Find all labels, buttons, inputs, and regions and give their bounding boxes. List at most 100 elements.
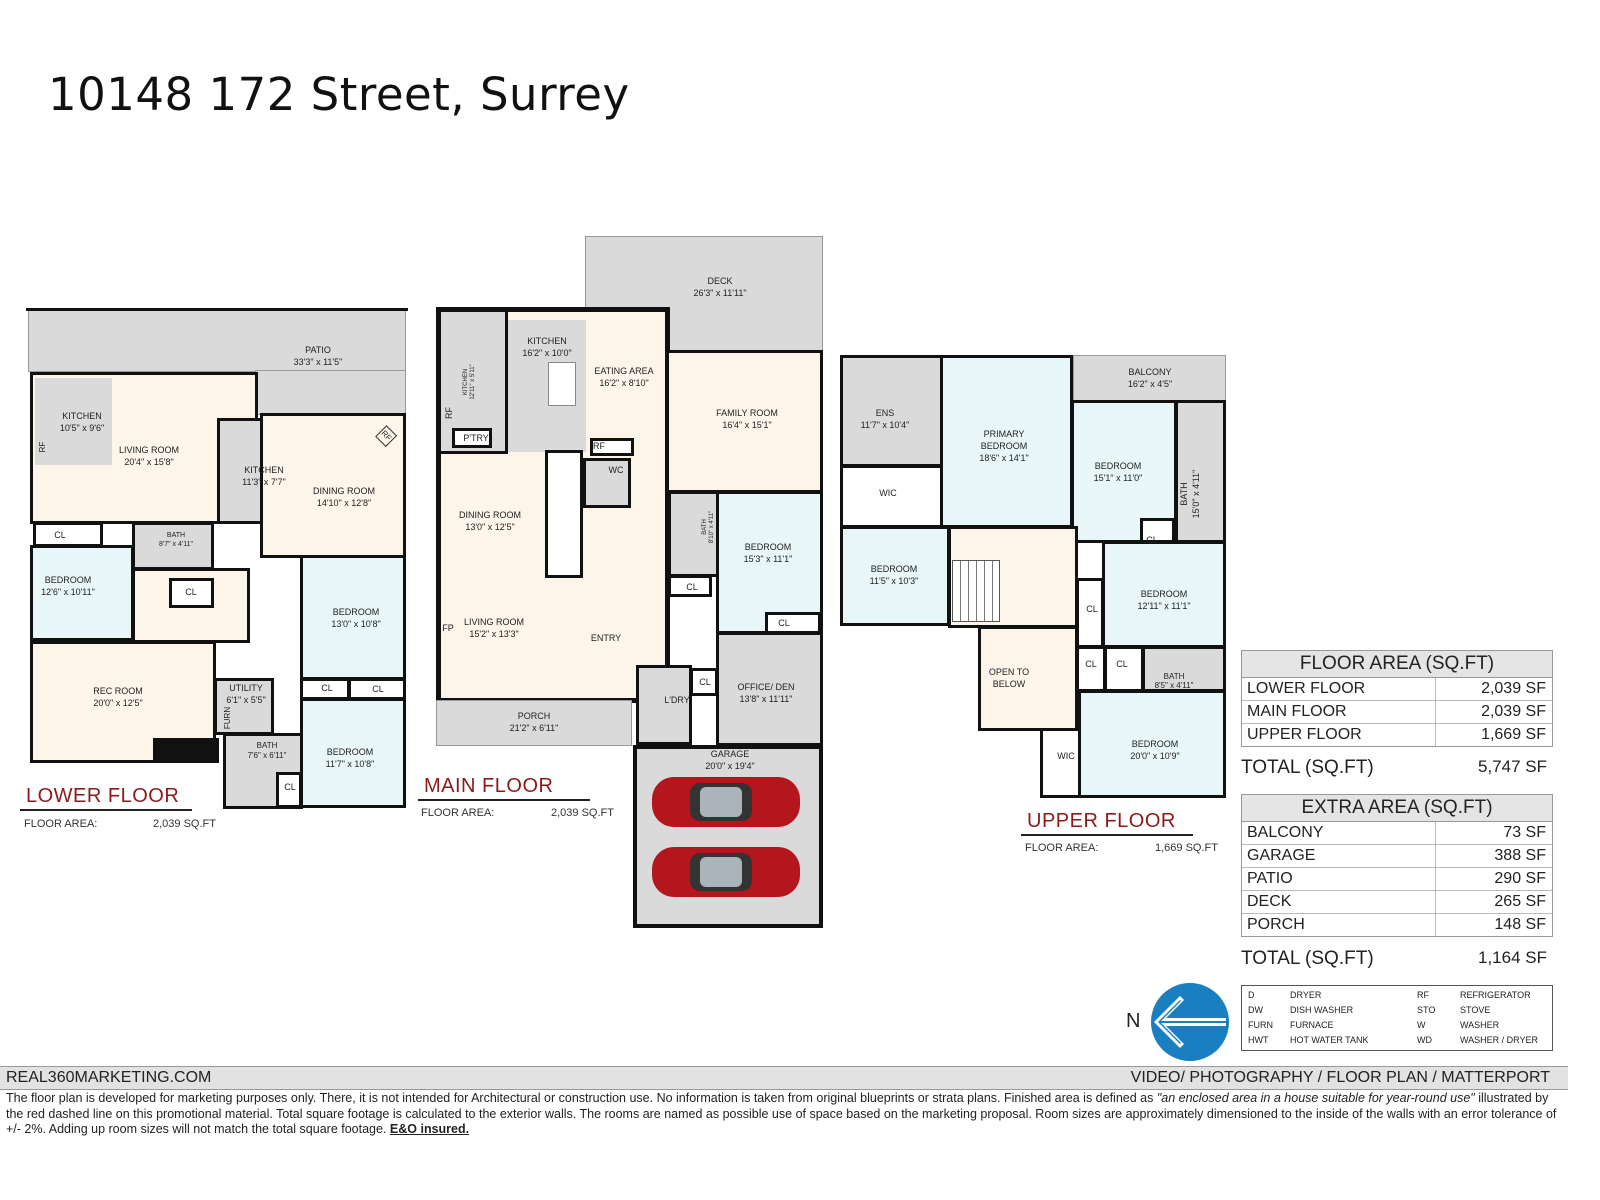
north-arrow-icon (1151, 983, 1229, 1061)
wic-label: WIC (879, 488, 897, 498)
closet-label: CL (372, 684, 384, 694)
family-room (666, 350, 823, 493)
legend-code: WD (1417, 1035, 1432, 1045)
fridge-label: RF (38, 441, 47, 453)
total-label: TOTAL (SQ.FT) (1241, 948, 1374, 969)
car-icon (652, 777, 800, 827)
floor-area-value: 2,039 SQ.FT (551, 807, 614, 819)
legend-code: D (1248, 990, 1255, 1000)
disclaimer-text: illustrated by the red dashed line on th… (6, 1091, 1557, 1136)
closet-label: CL (686, 582, 698, 592)
closet-label: CL (778, 618, 790, 628)
open-to-below (978, 626, 1078, 731)
closet-label: CL (1086, 604, 1098, 614)
closet-label: CL (1116, 659, 1128, 669)
row-value: 2,039 SF (1481, 680, 1546, 697)
floor-area-value: 1,669 SQ.FT (1155, 842, 1218, 854)
legend-code: RF (1417, 990, 1429, 1000)
pantry (452, 428, 492, 448)
total-value: 1,164 SF (1478, 948, 1547, 967)
car-icon (652, 847, 800, 897)
row-value: 388 SF (1494, 847, 1546, 864)
legend-code: DW (1248, 1005, 1263, 1015)
page-title: 10148 172 Street, Surrey (48, 68, 630, 121)
wall-block (153, 738, 219, 763)
divider (418, 799, 590, 801)
fridge-label: RF (593, 441, 605, 451)
legend-meaning: WASHER (1460, 1020, 1500, 1030)
table-header: FLOOR AREA (SQ.FT) (1242, 651, 1552, 678)
office-den (716, 632, 823, 746)
patio-area-right (255, 370, 406, 415)
kitchen-area (35, 378, 112, 465)
divider (20, 809, 192, 811)
closet-label: CL (1085, 659, 1097, 669)
porch-area (436, 700, 632, 746)
bedroom (1078, 690, 1226, 798)
closet (276, 772, 302, 808)
floor-area-value: 2,039 SQ.FT (153, 818, 216, 830)
website-link[interactable]: REAL360MARKETING.COM (6, 1069, 212, 1086)
row-label: DECK (1242, 891, 1436, 913)
row-value: 73 SF (1503, 824, 1546, 841)
fridge-label: RF (444, 407, 454, 419)
row-value: 290 SF (1494, 870, 1546, 887)
table-header: EXTRA AREA (SQ.FT) (1242, 795, 1552, 822)
floor-area-total: TOTAL (SQ.FT)5,747 SF (1241, 757, 1553, 779)
divider (1021, 834, 1193, 836)
row-label: LOWER FLOOR (1242, 678, 1436, 700)
legend-meaning: STOVE (1460, 1005, 1491, 1015)
wc-label: WC (608, 465, 624, 475)
closet (33, 522, 103, 547)
disclaimer: The floor plan is developed for marketin… (6, 1091, 1562, 1138)
legend-code: FURN (1248, 1020, 1273, 1030)
closet (1076, 578, 1104, 648)
fireplace-label: FP (442, 623, 454, 633)
extra-area-total: TOTAL (SQ.FT) 1,164 SF (1241, 948, 1553, 970)
footer-bar: REAL360MARKETING.COM VIDEO/ PHOTOGRAPHY … (0, 1066, 1568, 1090)
furnace-label: FURN (223, 706, 232, 730)
compass-north-label: N (1126, 1010, 1141, 1032)
closet-label: CL (284, 782, 296, 792)
closet-label: CL (699, 677, 711, 687)
kitchen-island (548, 362, 576, 406)
services-text: VIDEO/ PHOTOGRAPHY / FLOOR PLAN / MATTER… (1130, 1069, 1550, 1086)
closet-label: CL (1146, 535, 1158, 545)
open-to-below-label: OPEN TO BELOW (988, 667, 1030, 689)
row-value: 265 SF (1494, 893, 1546, 910)
closet-label: CL (321, 683, 333, 693)
disclaimer-quote: "an enclosed area in a house suitable fo… (1156, 1091, 1475, 1105)
bedroom-2 (300, 555, 406, 680)
floor-area-label: FLOOR AREA: (421, 807, 495, 819)
wall (26, 308, 408, 311)
primary-bedroom (940, 355, 1073, 528)
bedroom-3 (300, 698, 406, 808)
total-label: TOTAL (SQ.FT) (1241, 757, 1374, 778)
table-row: PATIO 290 SF (1242, 868, 1552, 891)
eo-insured: E&O insured. (389, 1122, 470, 1136)
floor-title-main: MAIN FLOOR (424, 775, 554, 797)
row-label: UPPER FLOOR (1242, 724, 1436, 746)
legend-meaning: DRYER (1290, 990, 1322, 1000)
legend-meaning: DISH WASHER (1290, 1005, 1354, 1015)
row-label: PATIO (1242, 868, 1436, 890)
